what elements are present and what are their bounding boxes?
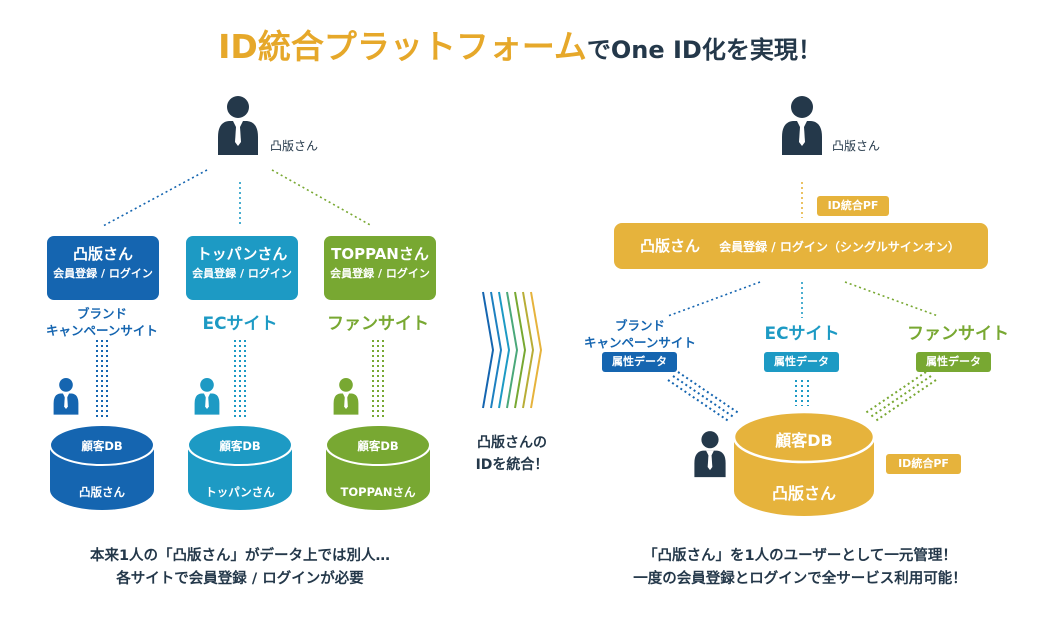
left-db-1-name: 凸版さん [79,485,125,499]
right-site-3-label-line1: ファンサイト [907,324,1009,344]
left-small-user-2 [194,378,220,415]
right-site-1-tag: 属性データ [602,352,677,372]
left-site-box-3 [324,236,436,300]
left-site-2-name: トッパンさん [196,245,288,263]
right-db [732,410,876,516]
right-db-name: 凸版さん [771,484,836,503]
left-db-3-name: TOPPANさん [340,485,416,499]
right-pf-tag-top: ID統合PF [817,196,889,216]
right-site-3-label: ファンサイト [883,323,1033,345]
left-site-3-sub: 会員登録 / ログイン [330,267,430,280]
left-user-label: 凸版さん [270,139,319,153]
left-db-2-title: 顧客DB [219,439,261,453]
left-db-2 [187,424,293,510]
right-sso-sub: 会員登録 / ログイン（シングルサインオン） [719,240,960,254]
left-caption: 本来1人の「凸版さん」がデータ上では別人… 各サイトで会員登録 / ログインが必… [20,545,460,591]
left-site-box-1-text: 凸版さん 会員登録 / ログイン [47,236,159,300]
right-site-2-label-line1: ECサイト [764,324,840,344]
left-caption-line2: 各サイトで会員登録 / ログインが必要 [116,571,364,587]
right-db-title: 顧客DB [775,431,833,450]
left-db-3-title: 顧客DB [357,439,399,453]
right-db-connectors [667,371,937,423]
middle-label: 凸版さんの IDを統合！ [452,432,572,476]
right-site-1-label-line1: ブランド [614,318,665,333]
left-site-1-label-line2: キャンペーンサイト [46,323,158,338]
title-rest: でOne ID化を実現！ [586,36,822,64]
left-site-box-2-text: トッパンさん 会員登録 / ログイン [186,236,298,300]
left-site-2-sub: 会員登録 / ログイン [192,267,292,280]
left-site-box-3-text: TOPPANさん 会員登録 / ログイン [324,236,436,300]
left-site-1-name: 凸版さん [72,245,133,263]
left-caption-line1: 本来1人の「凸版さん」がデータ上では別人… [89,548,391,564]
right-caption-line2: 一度の会員登録とログインで全サービス利用可能！ [633,571,967,587]
right-user-label: 凸版さん [832,139,881,153]
right-site-2-label: ECサイト [727,323,877,345]
left-db-3 [325,424,431,510]
right-sso-name: 凸版さん [640,237,701,255]
title-highlight: ID統合プラットフォーム [218,27,587,66]
right-site-1-label-line2: キャンペーンサイト [584,335,696,350]
right-pf-tag-db: ID統合PF [886,454,961,474]
left-site-3-label-line1: ファンサイト [327,314,429,334]
left-site-1-sub: 会員登録 / ログイン [53,267,153,280]
left-top-connectors [102,169,373,227]
left-site-2-label: ECサイト [165,313,315,335]
left-site-2-label-line1: ECサイト [202,314,278,334]
page-title: ID統合プラットフォームでOne ID化を実現！ [0,20,1040,68]
left-small-user-3 [333,378,359,415]
right-site-3-tag: 属性データ [916,352,991,372]
right-user-figure [782,96,822,155]
right-caption: 「凸版さん」を1人のユーザーとして一元管理！ 一度の会員登録とログインで全サービ… [580,545,1020,591]
middle-label-line2: IDを統合！ [475,457,549,473]
left-site-3-label: ファンサイト [303,313,453,335]
right-site-1-label: ブランド キャンペーンサイト [565,317,715,351]
left-db-1-title: 顧客DB [81,439,123,453]
left-site-3-name: TOPPANさん [331,245,429,263]
right-sso-box-text: 凸版さん 会員登録 / ログイン（シングルサインオン） [614,223,988,269]
left-site-1-label: ブランド キャンペーンサイト [27,305,177,339]
middle-label-line1: 凸版さんの [477,435,547,451]
right-site-2-tag: 属性データ [764,352,839,372]
right-sso-box [614,223,988,269]
left-site-box-2 [186,236,298,300]
left-small-user-1 [53,378,79,415]
left-user-figure [218,96,258,155]
left-site-box-1 [47,236,159,300]
right-site-connectors [667,281,939,318]
left-db-2-name: トッパンさん [205,485,275,499]
left-db-connectors [96,340,384,420]
right-small-user [694,431,726,478]
integration-arrow [482,291,543,409]
left-db-1 [49,424,155,510]
left-site-1-label-line1: ブランド [76,306,127,321]
right-caption-line1: 「凸版さん」を1人のユーザーとして一元管理！ [643,548,957,564]
